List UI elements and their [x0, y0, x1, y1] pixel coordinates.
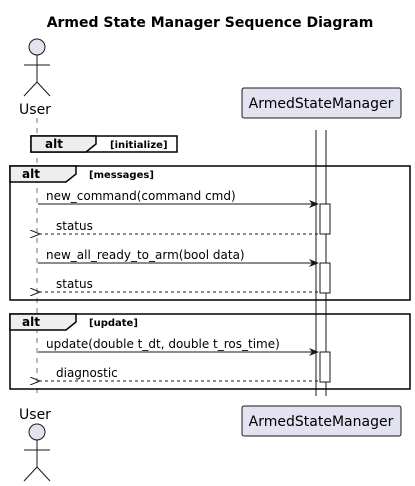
- user-actor-top: [23, 38, 51, 97]
- manager-box-bottom: [241, 405, 402, 437]
- fragment-messages-keyword: alt: [22, 167, 40, 181]
- fragment-update: alt [update]: [9, 313, 411, 390]
- fragment-initialize: alt [initialize]: [30, 135, 178, 153]
- message-new-all-ready-label: new_all_ready_to_arm(bool data): [46, 248, 245, 262]
- manager-box-top: [241, 87, 402, 119]
- activation-bar-3: [319, 351, 331, 383]
- manager-label-top: ArmedStateManager: [249, 96, 394, 112]
- fragment-update-keyword: alt: [22, 315, 40, 329]
- fragment-messages: alt [messages]: [9, 165, 411, 301]
- user-label-top: User: [19, 102, 51, 118]
- message-update-label: update(double t_dt, double t_ros_time): [46, 337, 280, 351]
- fragment-initialize-condition: [initialize]: [110, 140, 168, 151]
- diagram-title: Armed State Manager Sequence Diagram: [47, 15, 374, 31]
- message-status-2-label: status: [56, 277, 93, 291]
- activation-bar-2: [319, 262, 331, 294]
- message-diagnostic-label: diagnostic: [56, 366, 118, 380]
- message-new-command-label: new_command(command cmd): [46, 189, 236, 203]
- message-status-1-label: status: [56, 219, 93, 233]
- actor-head-icon: [28, 38, 46, 56]
- fragment-messages-condition: [messages]: [89, 170, 154, 181]
- fragment-update-condition: [update]: [89, 318, 138, 329]
- fragment-initialize-keyword: alt: [45, 137, 63, 151]
- manager-label-bottom: ArmedStateManager: [249, 414, 394, 430]
- actor-head-icon: [28, 423, 46, 441]
- user-actor-bottom: [23, 423, 51, 482]
- activation-bar-1: [319, 203, 331, 235]
- user-label-bottom: User: [19, 407, 51, 423]
